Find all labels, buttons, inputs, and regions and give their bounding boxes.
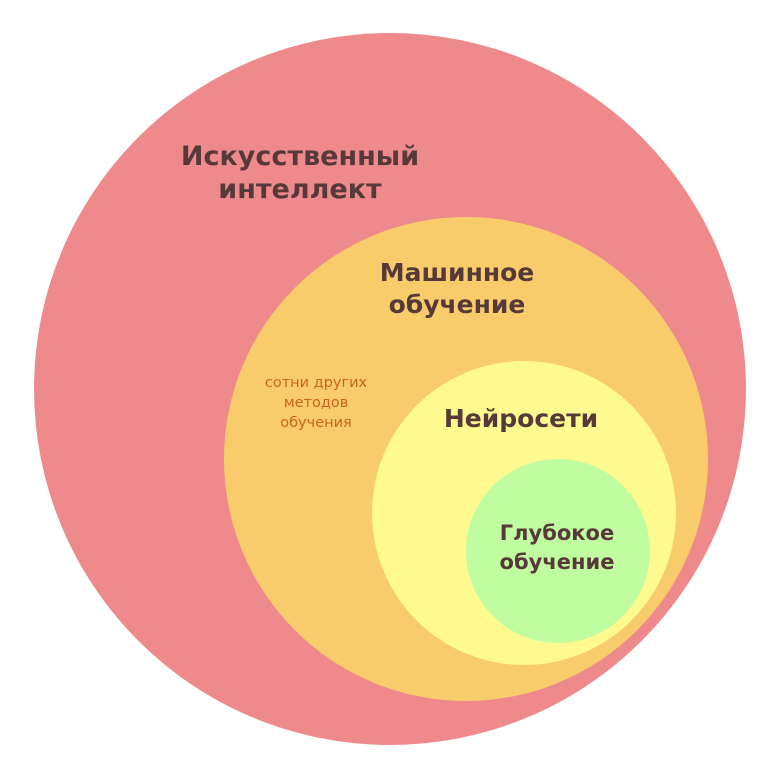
label-line: Глубокое: [499, 521, 615, 545]
label-artificial-intelligence: Искусственный интеллект: [181, 140, 419, 206]
label-line: Нейросети: [443, 404, 599, 433]
label-line: Машинное: [379, 258, 535, 287]
label-deep-learning: Глубокое обучение: [500, 519, 615, 577]
note-line: методов: [283, 395, 349, 411]
label-machine-learning: Машинное обучение: [380, 257, 535, 321]
label-line: Искусственный: [180, 141, 420, 172]
label-line: обучение: [499, 550, 615, 574]
note-line: сотни других: [264, 375, 368, 391]
label-line: интеллект: [218, 174, 382, 205]
label-neural-networks: Нейросети: [444, 403, 598, 435]
note-other-methods: сотни других методов обучения: [265, 373, 367, 433]
note-line: обучения: [280, 415, 352, 431]
label-line: обучение: [388, 290, 526, 319]
circle-deep-learning: [466, 459, 650, 643]
